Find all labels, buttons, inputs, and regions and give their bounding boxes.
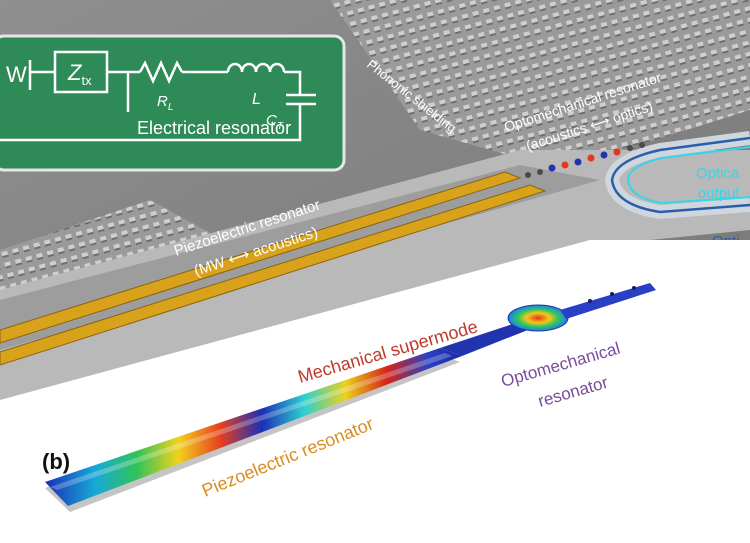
source-label: W <box>6 62 27 87</box>
gold-electrode-1 <box>0 171 522 344</box>
optomech-crystal <box>525 142 645 178</box>
simulated-beam <box>45 283 656 512</box>
inductor-symbol <box>226 62 286 73</box>
membrane <box>0 150 750 400</box>
piezo-beam <box>45 348 462 506</box>
panel-label: (b) <box>42 449 70 474</box>
circuit-panel <box>0 34 346 172</box>
optomech-disc <box>507 304 569 332</box>
beam-tail <box>560 283 656 319</box>
inductor-label: L <box>252 91 261 108</box>
optical-waveguide-glow <box>626 146 750 205</box>
optical-output-label-1: Optica <box>696 165 740 182</box>
phononic-shielding-top <box>330 0 750 170</box>
electrical-resonator-label: Electrical resonator <box>137 118 291 138</box>
optical-waveguide-core <box>610 136 750 214</box>
resistor-symbol <box>138 59 184 85</box>
resistor-label: RL <box>157 93 173 113</box>
circuit-wires <box>0 50 316 142</box>
gold-electrode-2 <box>0 184 547 366</box>
capacitor-label: CT <box>266 112 284 132</box>
impedance-label: Ztx <box>67 60 92 88</box>
optical-output-label-2: output <box>698 185 741 202</box>
